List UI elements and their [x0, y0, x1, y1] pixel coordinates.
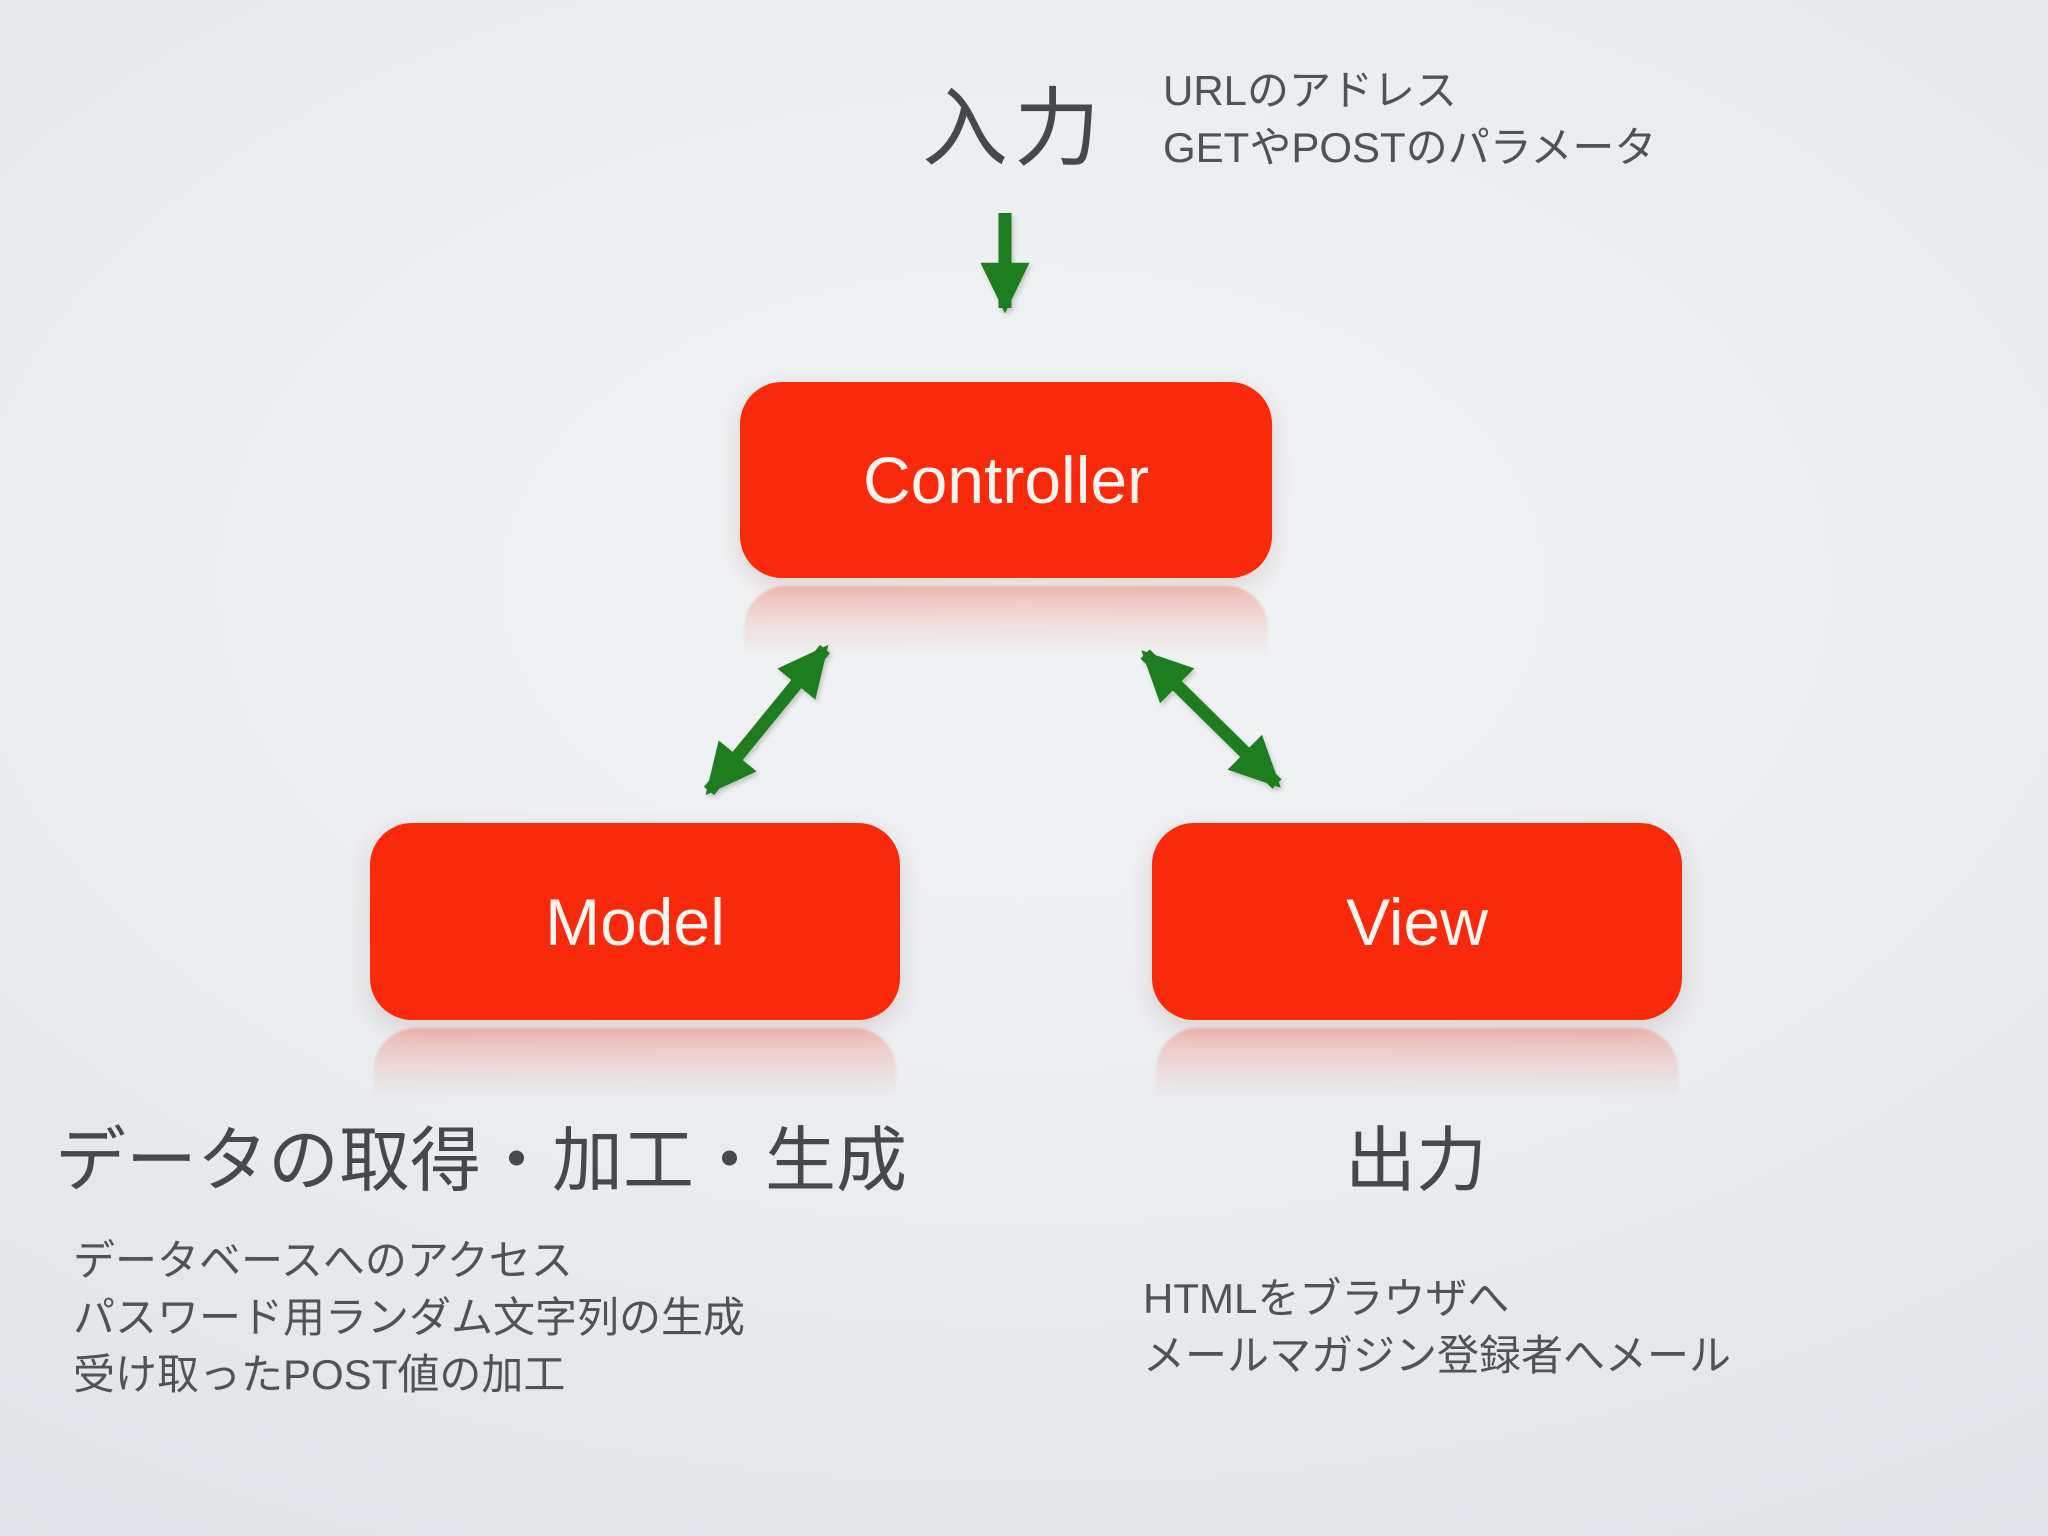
view-note-line: メールマガジン登録者へメール: [1143, 1332, 1732, 1379]
input-notes: URLのアドレス GETやPOSTのパラメータ: [1163, 62, 1656, 176]
model-node: Model: [370, 823, 900, 1020]
controller-node-label: Controller: [862, 443, 1150, 517]
model-note-line: パスワード用ランダム文字列の生成: [73, 1294, 746, 1341]
view-node-reflection: [1156, 1028, 1678, 1118]
controller-node-reflection: [744, 586, 1268, 676]
model-note-line: データベースへのアクセス: [73, 1237, 573, 1284]
model-node-label: Model: [545, 884, 725, 959]
input-note-line: GETやPOSTのパラメータ: [1163, 124, 1657, 171]
view-note-line: HTMLをブラウザへ: [1143, 1275, 1510, 1322]
input-note-line: URLのアドレス: [1163, 67, 1458, 114]
input-label: 入力: [922, 81, 1106, 177]
view-caption: 出力: [1345, 1122, 1488, 1201]
model-notes: データベースへのアクセス パスワード用ランダム文字列の生成 受け取ったPOST値…: [73, 1232, 745, 1403]
view-node-label: View: [1346, 884, 1488, 959]
model-note-line: 受け取ったPOST値の加工: [73, 1351, 566, 1398]
model-node-reflection: [374, 1028, 896, 1118]
view-node: View: [1152, 823, 1682, 1020]
model-caption: データの取得・加工・生成: [55, 1122, 908, 1201]
controller-node: Controller: [740, 382, 1272, 578]
view-notes: HTMLをブラウザへ メールマガジン登録者へメール: [1143, 1270, 1731, 1384]
